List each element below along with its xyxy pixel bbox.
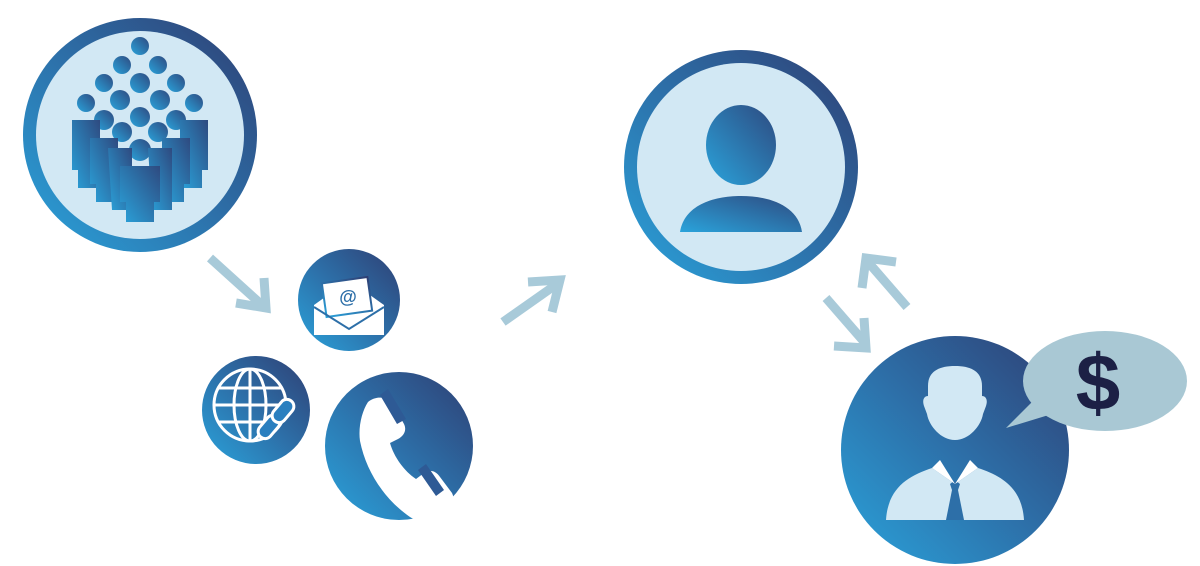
email-node: @ — [298, 249, 400, 351]
phone-handset-icon — [359, 389, 454, 523]
contact-node — [624, 50, 858, 284]
customer-node — [841, 336, 1069, 564]
arrow-down-left-icon — [822, 295, 871, 353]
arrow-up-right-icon — [857, 252, 911, 310]
dollar-sign-label: $ — [1076, 338, 1121, 427]
globe-link-icon — [212, 367, 296, 443]
phone-node — [325, 372, 473, 523]
crowd-node — [23, 18, 257, 252]
price-speech-bubble: $ — [1006, 331, 1187, 431]
crowd-icon — [72, 37, 208, 222]
arrow-up-right-icon — [500, 275, 566, 326]
web-node — [202, 356, 310, 464]
arrow-down-right-icon — [206, 254, 271, 314]
email-at-symbol: @ — [339, 287, 357, 307]
businessman-icon — [886, 366, 1024, 520]
person-avatar-icon — [680, 105, 802, 232]
email-envelope-icon: @ — [313, 275, 385, 335]
